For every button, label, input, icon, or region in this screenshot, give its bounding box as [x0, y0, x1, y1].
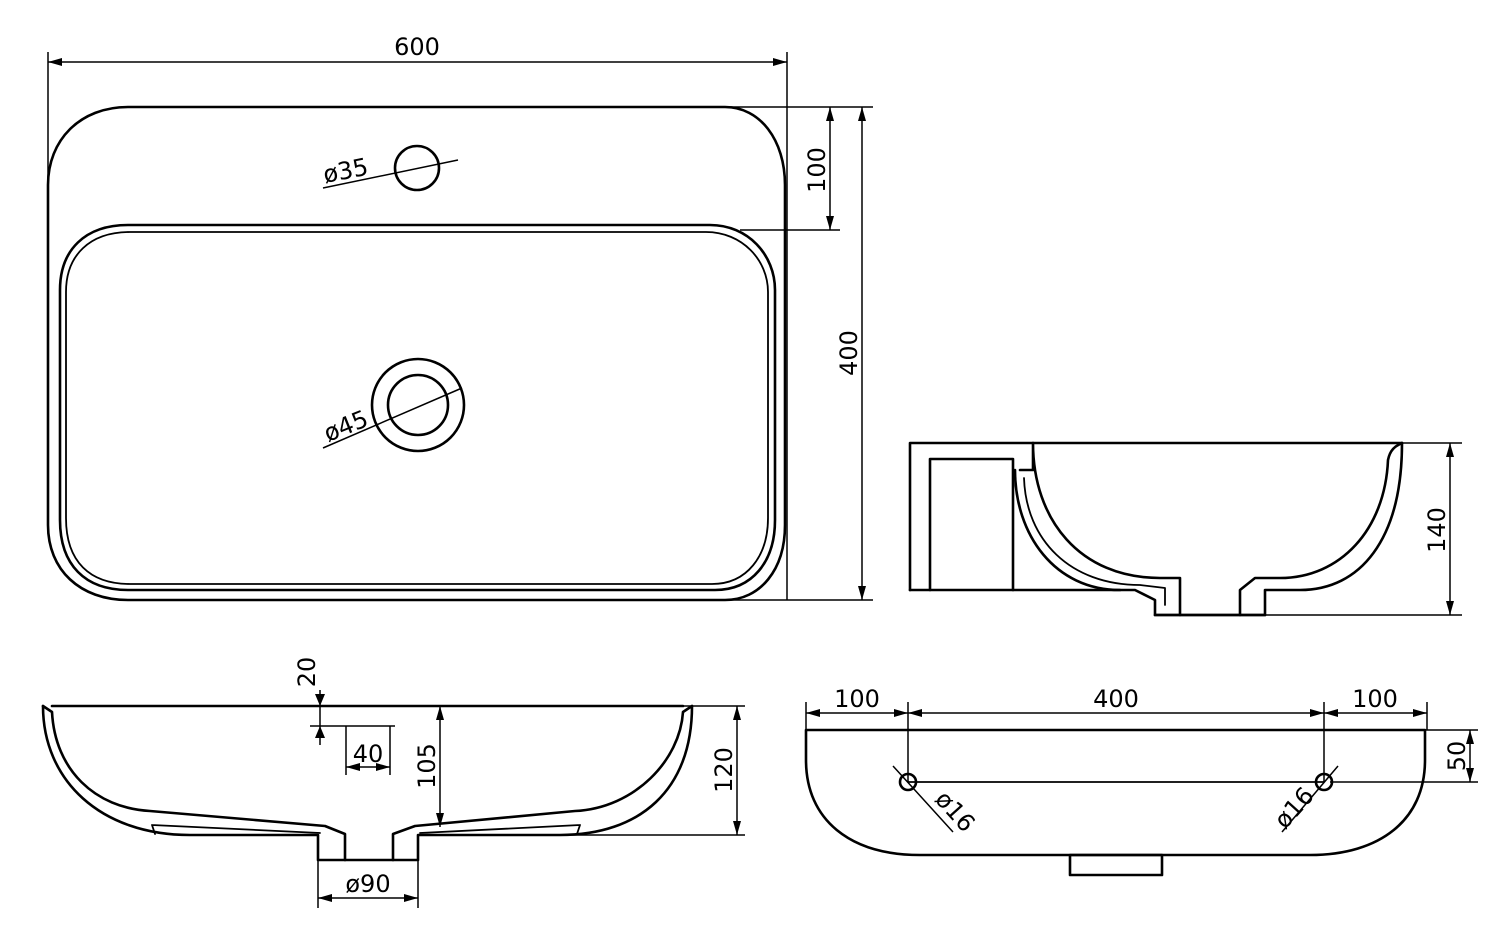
back-view: ø16 ø16 100 400 100 50 — [804, 685, 1478, 877]
depth-label: 400 — [835, 330, 863, 376]
tap-hole-leader — [322, 159, 459, 189]
back-right-label: 100 — [1352, 685, 1398, 713]
side-bowl-detail — [1023, 477, 1166, 606]
total-height-label: 120 — [710, 747, 738, 793]
back-right-hole-label: ø16 — [1269, 782, 1320, 834]
side-outline — [908, 441, 1035, 592]
side-height-label: 140 — [1423, 507, 1451, 553]
front-inner-channel-left — [151, 824, 321, 835]
inner-depth-label: 105 — [413, 743, 441, 789]
back-left-label: 100 — [834, 685, 880, 713]
back-center-label: 400 — [1093, 685, 1139, 713]
side-inner-panel — [928, 457, 1015, 592]
front-section-view: 20 40 105 120 ø90 — [41, 657, 745, 908]
waste-label: ø90 — [345, 870, 390, 898]
side-bowl-wall — [1018, 441, 1404, 617]
bowl-outer-edge — [58, 223, 777, 592]
back-right-hole-leader — [1281, 765, 1339, 833]
basin-outline — [46, 105, 787, 602]
side-section-view: 140 — [908, 441, 1462, 617]
wall-label: 40 — [353, 740, 384, 768]
back-outline — [804, 728, 1427, 857]
drain-outer-ring — [370, 357, 466, 453]
back-waste-outlet — [1068, 853, 1164, 877]
front-bowl-inner — [41, 704, 694, 862]
deck-label: 100 — [803, 147, 831, 193]
front-bowl-outer — [41, 704, 694, 862]
back-left-hole-label: ø16 — [930, 785, 981, 837]
back-left-hole-leader — [892, 765, 954, 833]
rim-label: 20 — [293, 657, 321, 688]
width-label: 600 — [394, 33, 440, 61]
front-inner-channel-right — [419, 824, 581, 835]
drain-leader — [322, 387, 463, 449]
back-offset-label: 50 — [1443, 741, 1471, 772]
bowl-inner-edge — [65, 231, 769, 585]
drain-label: ø45 — [320, 405, 372, 448]
tap-hole-label: ø35 — [321, 153, 371, 189]
top-view: ø35 ø45 600 100 400 — [46, 33, 873, 602]
drain-inner-ring — [386, 373, 450, 437]
tap-hole — [393, 144, 441, 192]
